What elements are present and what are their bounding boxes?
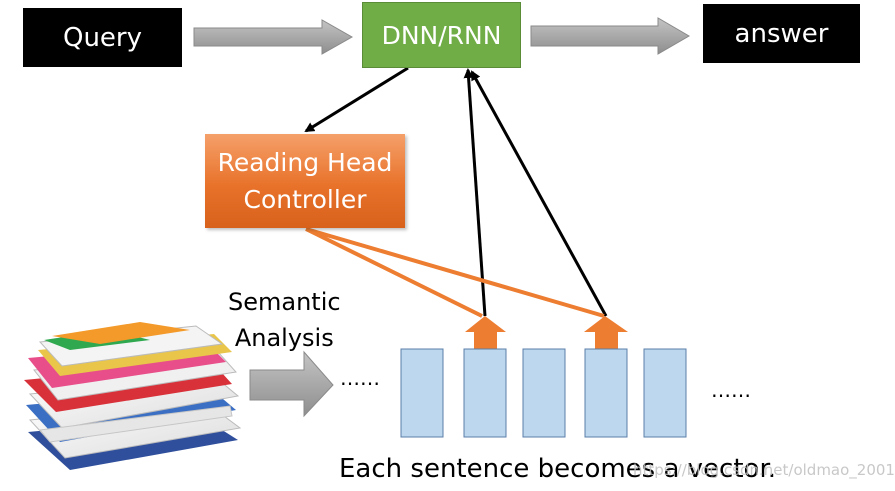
sentence-vector [400,348,444,438]
sentence-vector [522,348,566,438]
answer-box: answer [703,4,860,63]
reader-to-vector-line-1 [305,227,483,318]
diagram-canvas [24,17,690,470]
semantic-label-line2: Analysis [234,324,334,352]
document-stack-image [24,322,242,470]
answer-label: answer [734,18,829,49]
reader-label-line2: Controller [243,185,367,214]
semantic-label-line1: Semantic [228,288,341,316]
orange-up-arrow-1 [465,316,506,350]
vector-to-model-arrow-2 [470,70,608,317]
reader-to-vector-line-2 [305,227,605,318]
query-label: Query [62,22,142,53]
reader-label-line1: Reading Head [217,148,393,177]
query-to-model-arrow [193,19,354,55]
vector-to-model-arrow-1 [463,68,487,317]
semantic-analysis-label: Semantic Analysis [228,284,341,356]
reading-head-controller-box: Reading Head Controller [205,134,405,228]
model-to-reader-arrow [304,66,409,133]
model-box: DNN/RNN [362,2,521,68]
sentence-vector [584,348,628,438]
query-box: Query [23,8,182,67]
dots-right: …… [711,378,751,402]
dots-left: …… [340,366,380,390]
orange-up-arrow-2 [584,316,628,350]
sentence-vector [643,348,687,438]
documents-to-vectors-arrow [249,350,334,418]
watermark: https://blog.csdn.net/oldmao_2001 [633,461,895,479]
sentence-vector [463,348,507,438]
caption: Each sentence becomes a vector. [339,454,777,484]
model-label: DNN/RNN [381,20,502,50]
model-to-answer-arrow [530,17,690,55]
